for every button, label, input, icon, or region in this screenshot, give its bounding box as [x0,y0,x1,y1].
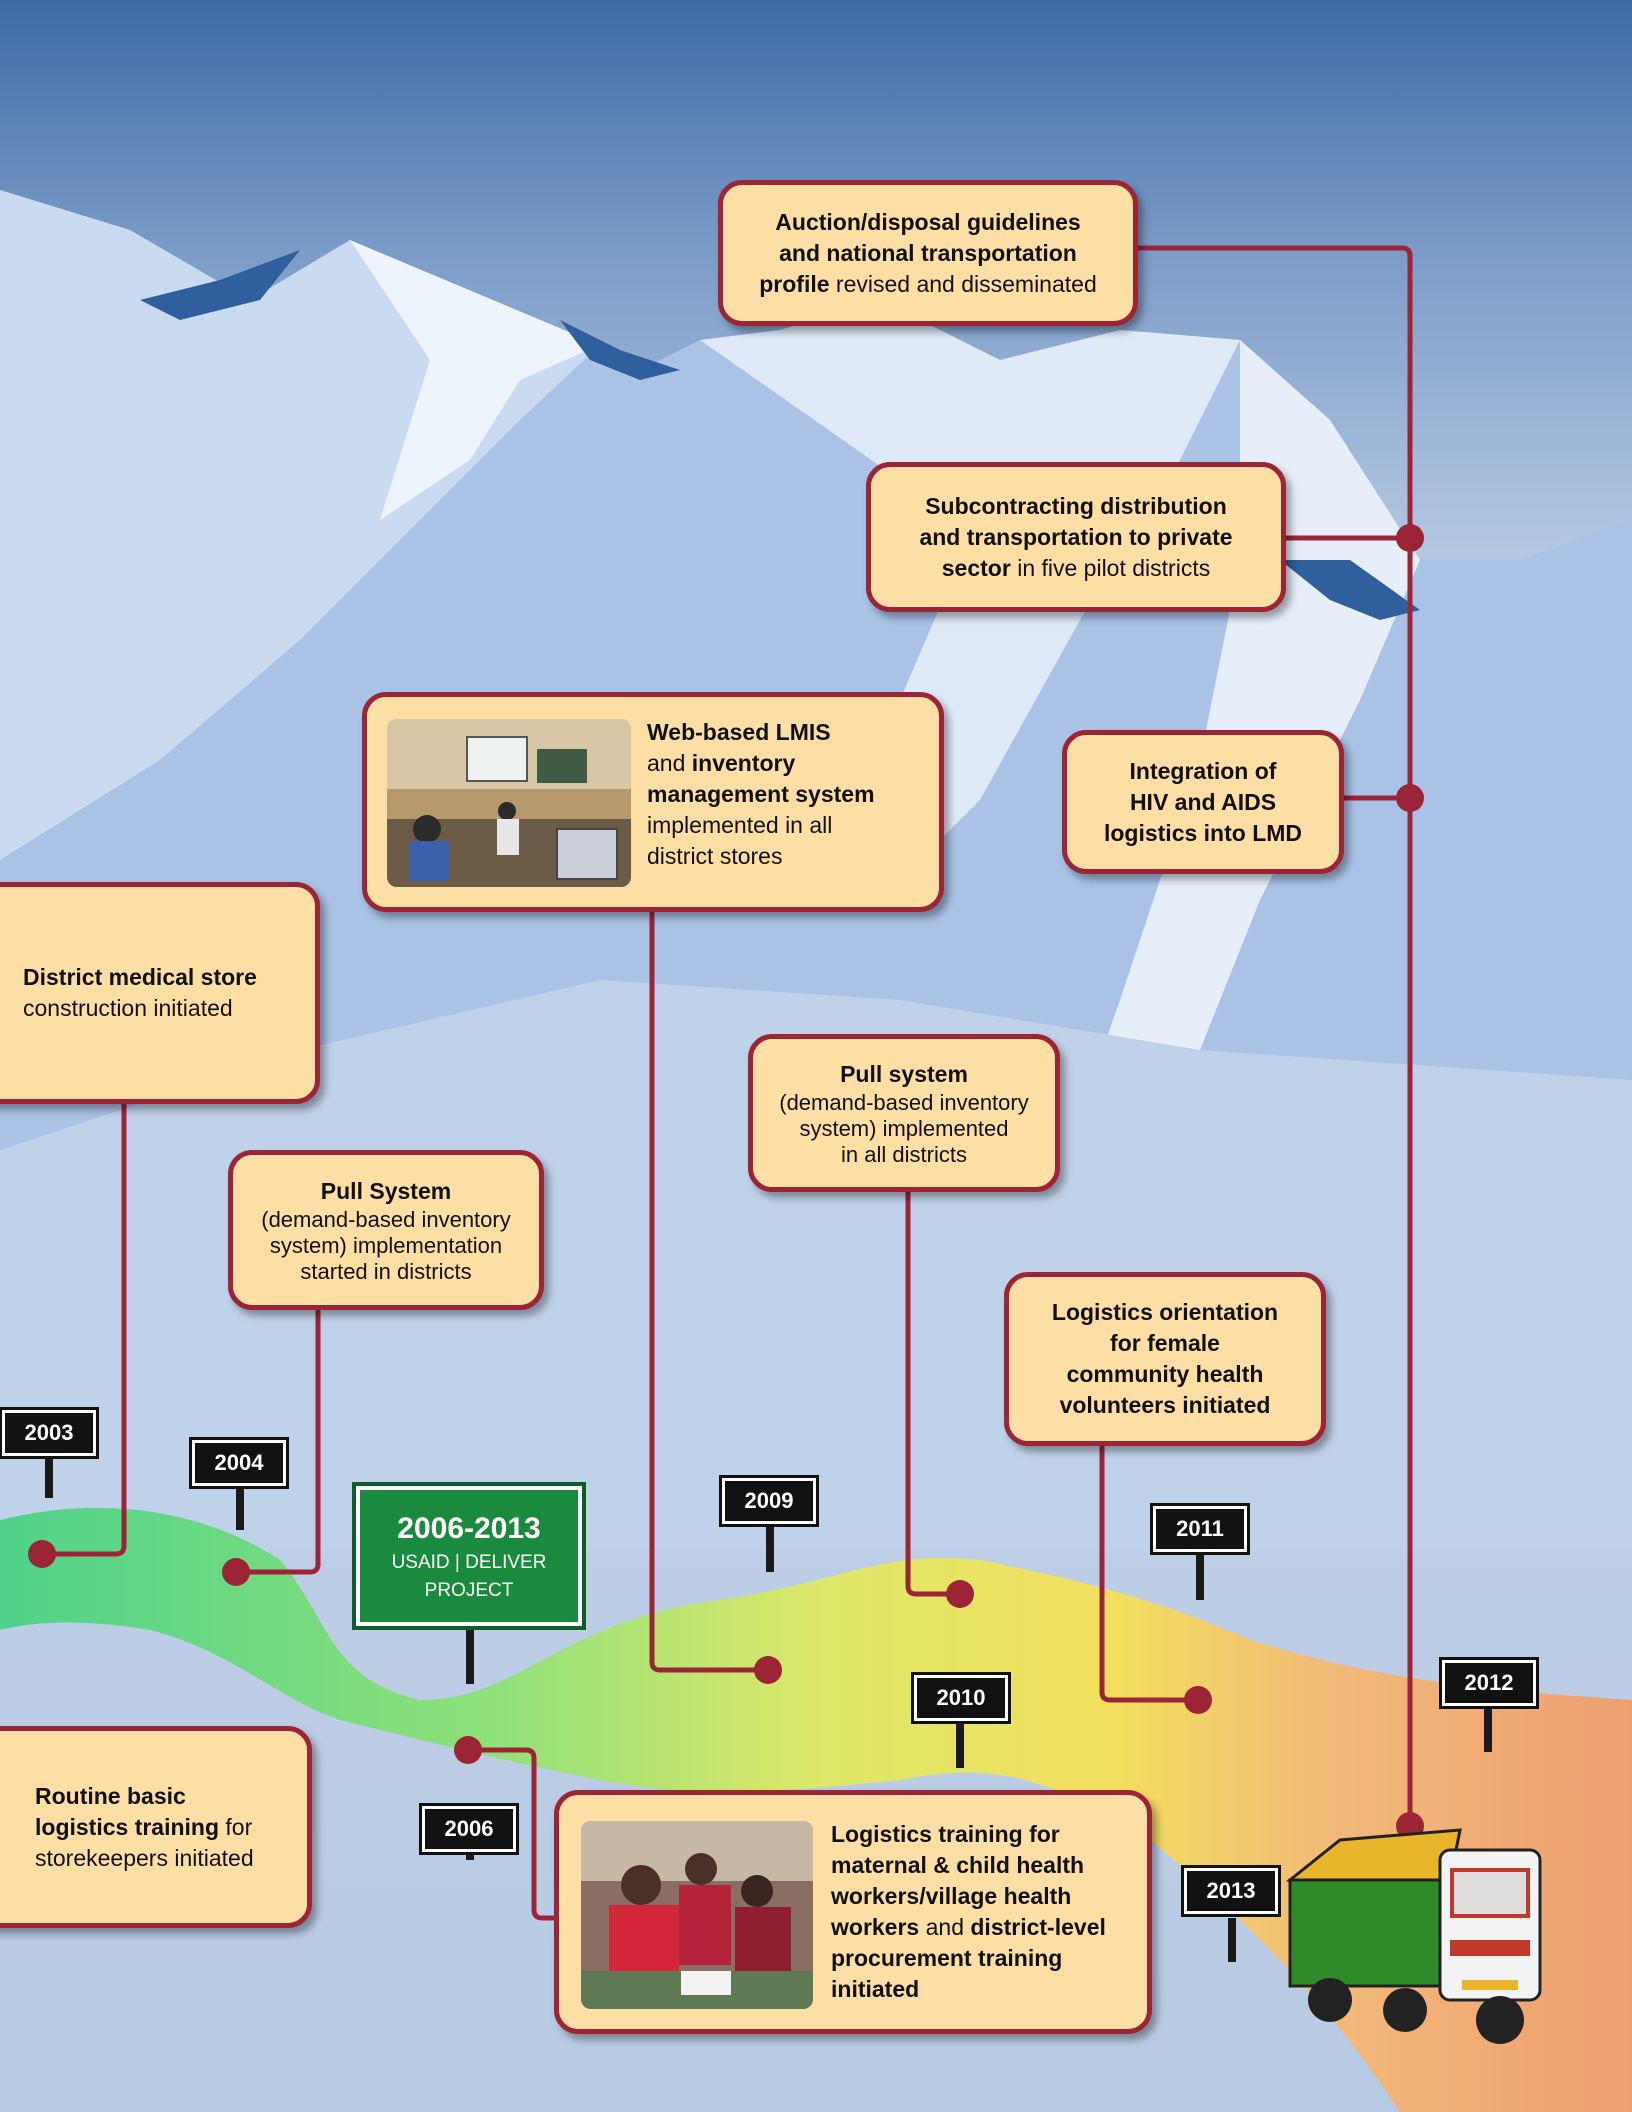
sign-post [1196,1552,1204,1600]
card-text: Routine basic [35,1782,186,1809]
training-room-photo [387,719,631,887]
card-text: Pull System [320,1177,452,1204]
card-text: Logistics training for [831,1821,1060,1847]
card-text: and [919,1914,971,1940]
year-sign-2009: 2009 [719,1475,819,1527]
card-mch-text: Logistics training for maternal & child … [831,1819,1106,2005]
card-routine-logistics-training: Routine basic logistics training for sto… [0,1726,312,1928]
card-text: district-level [970,1914,1106,1940]
sign-post [466,1628,474,1684]
card-text: (demand-based inventory [261,1206,511,1232]
sign-post [45,1454,53,1498]
project-years: 2006-2013 [397,1512,541,1545]
card-text: Integration of [1129,757,1277,784]
card-text: district stores [647,843,783,869]
card-text: volunteers initiated [1059,1392,1271,1418]
card-female-chv-orientation: Logistics orientation for female communi… [1004,1272,1326,1446]
card-text: District medical store [23,964,257,990]
card-text: workers [831,1914,920,1940]
sign-post [236,1486,244,1530]
card-text: (demand-based inventory [779,1089,1029,1115]
card-text: and [647,750,692,776]
card-text: workers/village health [831,1883,1072,1909]
project-sign: 2006-2013 USAID | DELIVER PROJECT [352,1482,586,1630]
card-text: logistics training [35,1813,220,1840]
card-text: construction initiated [23,995,233,1021]
truck-illustration [1285,1828,1542,2044]
card-text: inventory [691,750,796,776]
card-text: implemented in all [647,812,833,838]
card-text: Subcontracting distribution [925,492,1227,519]
card-district-medical-store: District medical store construction init… [0,882,320,1104]
card-text: system) implemented [799,1115,1009,1141]
card-text: Logistics orientation [1051,1299,1279,1325]
card-text: community health [1066,1361,1264,1387]
project-name-line1: USAID | DELIVER [391,1552,547,1573]
card-text: and national transportation [779,239,1077,266]
card-text: in all districts [841,1141,967,1167]
card-text: procurement training [831,1945,1063,1971]
card-text: storekeepers initiated [35,1844,254,1871]
card-lmis-text: Web-based LMIS and inventory management … [647,717,875,872]
card-pull-system-started: Pull System (demand-based inventory syst… [228,1150,544,1310]
card-text: profile [759,270,830,297]
year-sign-2013: 2013 [1181,1865,1281,1917]
card-text: HIV and AIDS [1129,788,1277,815]
card-text: for female [1110,1330,1220,1356]
card-text: Web-based LMIS [647,719,831,745]
year-sign-2011: 2011 [1150,1503,1250,1555]
sign-post [1228,1918,1236,1962]
card-text: and transportation to private [919,523,1233,550]
card-pull-system-all: Pull system (demand-based inventory syst… [748,1034,1060,1192]
sign-post [1484,1704,1492,1752]
card-text: started in districts [300,1258,472,1284]
card-text: sector [941,554,1011,581]
year-sign-2004: 2004 [189,1437,289,1489]
year-sign-2010: 2010 [911,1672,1011,1724]
card-web-lmis: Web-based LMIS and inventory management … [362,692,944,912]
card-hiv-integration: Integration of HIV and AIDS logistics in… [1062,730,1344,874]
card-text: for [219,1813,253,1840]
card-mch-training: Logistics training for maternal & child … [554,1790,1152,2034]
card-subcontracting: Subcontracting distribution and transpor… [866,462,1286,612]
year-sign-2006: 2006 [419,1803,519,1855]
card-text: management system [647,781,875,807]
year-sign-2003: 2003 [0,1407,99,1459]
project-name-line2: PROJECT [424,1580,514,1601]
card-text: initiated [831,1976,920,2002]
sign-post [766,1524,774,1572]
card-text: logistics into LMD [1103,819,1303,846]
card-text: in five pilot districts [1010,554,1211,581]
year-sign-2012: 2012 [1439,1657,1539,1709]
training-participants-photo [581,1821,813,2009]
card-auction-guidelines: Auction/disposal guidelines and national… [718,180,1138,326]
card-text: revised and disseminated [829,270,1097,297]
card-text: Auction/disposal guidelines [775,208,1081,235]
sign-post [956,1720,964,1768]
card-text: system) implementation [269,1232,503,1258]
card-text: Pull system [840,1060,968,1087]
card-text: maternal & child health [831,1852,1085,1878]
